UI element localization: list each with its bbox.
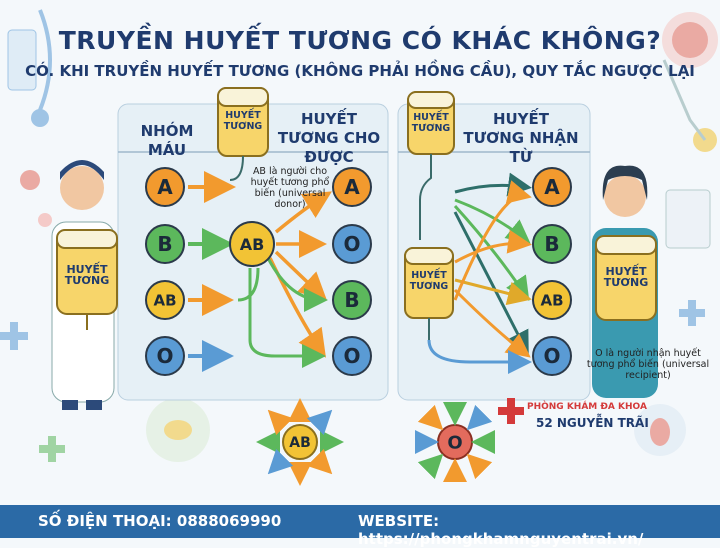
bottom-right-diagram: [415, 402, 495, 482]
clinic-address: 52 NGUYỄN TRÃI: [536, 416, 649, 430]
donor-target-2-label: B: [344, 288, 359, 312]
bottom-left-diagram: [256, 398, 344, 486]
donor-target-3-label: O: [343, 344, 360, 368]
group-circle-a-label: A: [157, 175, 173, 199]
right-person-bag-label: HUYẾT TƯƠNG: [603, 265, 649, 289]
donor-target-1-label: O: [343, 232, 360, 256]
donor-target-0-label: A: [344, 175, 360, 199]
left-bag-label: HUYẾT TƯƠNG: [223, 110, 263, 132]
right-mid-bag-label: HUYẾT TƯƠNG: [409, 270, 449, 292]
right-top-bag-label: HUYẾT TƯƠNG: [411, 112, 451, 134]
donor-target-2: B: [332, 280, 372, 320]
recipient-target-1-label: B: [544, 232, 559, 256]
recipient-target-2-label: AB: [540, 291, 563, 309]
recipient-target-1: B: [532, 224, 572, 264]
group-circle-a: A: [145, 167, 185, 207]
blood-group-header: NHÓM MÁU: [140, 122, 194, 159]
donor-note: AB là người cho huyết tương phổ biến (un…: [250, 166, 330, 210]
recipient-target-3: O: [532, 336, 572, 376]
plasma-bag-right-top: [407, 91, 455, 201]
hub-circle-ab: AB: [229, 221, 275, 267]
footer-bar: SỐ ĐIỆN THOẠI: 0888069990 WEBSITE: https…: [0, 505, 720, 548]
recipient-target-0: A: [532, 167, 572, 207]
donor-target-1: O: [332, 224, 372, 264]
page-subtitle: CÓ. KHI TRUYỀN HUYẾT TƯƠNG (KHÔNG PHẢI H…: [25, 62, 695, 80]
recipient-target-3-label: O: [543, 344, 560, 368]
donor-target-3: O: [332, 336, 372, 376]
background-decor: [0, 9, 718, 462]
right-person-bag: [595, 235, 657, 321]
group-circle-o-label: O: [156, 344, 173, 368]
recipient-note: O là người nhận huyết tương phổ biến (un…: [586, 348, 710, 381]
bottom-left-badge: AB: [289, 435, 311, 451]
donor-target-0: A: [332, 167, 372, 207]
bottom-right-badge: O: [447, 432, 462, 453]
phone-text[interactable]: SỐ ĐIỆN THOẠI: 0888069990: [38, 512, 282, 530]
left-person-bag: [56, 229, 118, 330]
group-circle-ab: AB: [145, 280, 185, 320]
group-circle-b: B: [145, 224, 185, 264]
plasma-bag-left: [217, 87, 269, 181]
group-circle-o: O: [145, 336, 185, 376]
group-circle-b-label: B: [157, 232, 172, 256]
right-arrows: [419, 172, 532, 374]
left-arrows: [188, 171, 332, 372]
recipient-target-0-label: A: [544, 175, 560, 199]
page-title: TRUYỀN HUYẾT TƯƠNG CÓ KHÁC KHÔNG?: [58, 26, 662, 55]
group-circle-ab-label: AB: [153, 291, 176, 309]
hub-circle-ab-label: AB: [240, 235, 265, 254]
clinic-name: PHÒNG KHÁM ĐA KHOA: [527, 402, 647, 412]
website-link[interactable]: WEBSITE: https://phongkhamnguyentrai.vn/: [358, 512, 644, 548]
receive-header: HUYẾT TƯƠNG NHẬN TỪ: [463, 110, 579, 166]
recipient-target-2: AB: [532, 280, 572, 320]
clinic-cross-icon: [498, 398, 524, 424]
left-person-bag-label: HUYẾT TƯƠNG: [64, 263, 110, 287]
plasma-bag-right-mid: [404, 247, 454, 340]
donor-header: HUYẾT TƯƠNG CHO ĐƯỢC: [277, 110, 381, 166]
